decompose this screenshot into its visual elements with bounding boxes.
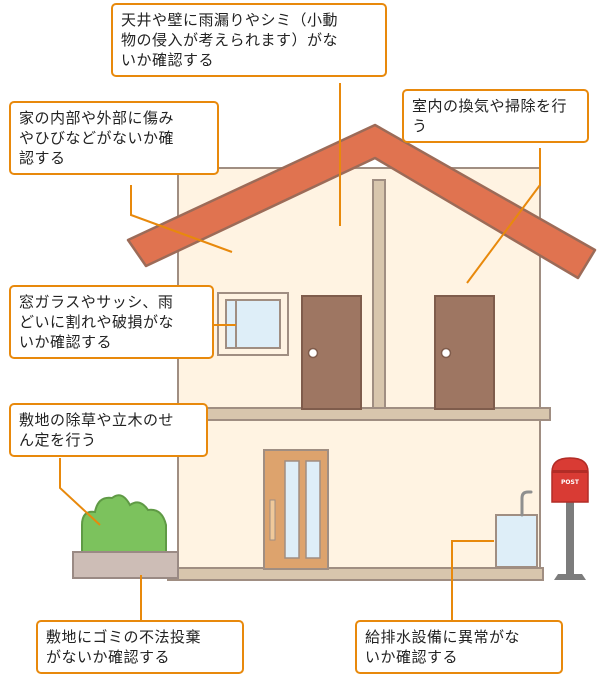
callout-text: 敷地の除草や立木のせ xyxy=(19,411,175,429)
callout-text: いか確認する xyxy=(121,51,215,69)
planter xyxy=(72,551,179,579)
callout-text: 給排水設備に異常がな xyxy=(365,628,521,646)
mailbox-label: POST xyxy=(561,479,580,486)
callout-text: いか確認する xyxy=(365,648,459,666)
garden-bush xyxy=(72,494,179,579)
callout-text: 窓ガラスやサッシ、雨 xyxy=(19,293,174,311)
mailbox-icon: POST xyxy=(551,457,589,580)
callout-ventilation: 室内の換気や掃除を行 う xyxy=(402,89,589,143)
upper-door-right xyxy=(434,295,495,410)
callout-exterior-damage: 家の内部や外部に傷み やひびなどがないか確 認する xyxy=(9,101,219,175)
callout-text: 敷地にゴミの不法投棄 xyxy=(46,628,202,646)
callout-text: 室内の換気や掃除を行 xyxy=(412,97,568,115)
callout-garden: 敷地の除草や立木のせ ん定を行う xyxy=(9,403,208,457)
callout-ceiling-leak: 天井や壁に雨漏りやシミ（小動 物の侵入が考えられます）がな いか確認する xyxy=(111,3,387,77)
callout-text: いか確認する xyxy=(19,333,113,351)
water-faucet xyxy=(495,490,538,568)
callout-illegal-dumping: 敷地にゴミの不法投棄 がないか確認する xyxy=(36,620,244,674)
callout-windows: 窓ガラスやサッシ、雨 どいに割れや破損がな いか確認する xyxy=(9,285,214,359)
upper-door-left xyxy=(301,295,362,410)
callout-text: 物の侵入が考えられます）がな xyxy=(121,31,339,49)
callout-text: ん定を行う xyxy=(19,431,97,449)
leader-line-water xyxy=(451,540,494,622)
callout-text: やひびなどがないか確 xyxy=(19,129,175,147)
center-pillar xyxy=(372,179,386,411)
leader-line-exterior xyxy=(130,185,233,253)
leader-line-ventilation xyxy=(466,148,541,284)
leader-lines xyxy=(59,83,541,622)
callout-text: 認する xyxy=(19,149,66,167)
leader-line-garden xyxy=(59,458,101,526)
ground-strip xyxy=(167,567,544,581)
roof xyxy=(126,123,597,280)
callout-text: がないか確認する xyxy=(46,648,171,666)
callout-text: う xyxy=(412,117,428,135)
callout-water-supply: 給排水設備に異常がな いか確認する xyxy=(355,620,563,674)
house-lower-wall xyxy=(177,417,541,571)
callout-text: どいに割れや破損がな xyxy=(19,313,175,331)
front-door xyxy=(263,449,329,570)
callout-text: 天井や壁に雨漏りやシミ（小動 xyxy=(121,11,339,29)
callout-text: 家の内部や外部に傷み xyxy=(19,109,175,127)
